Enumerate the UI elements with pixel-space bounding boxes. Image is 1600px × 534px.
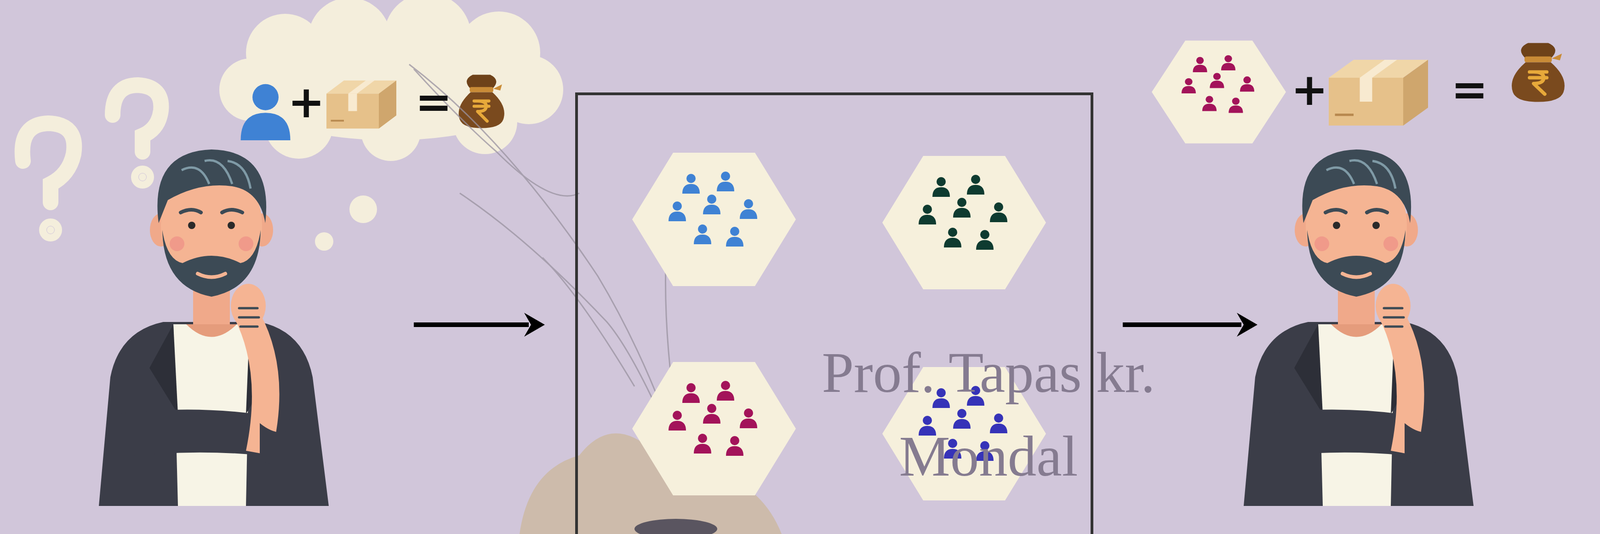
arrow bbox=[413, 312, 545, 337]
plus-sign: + bbox=[1291, 67, 1328, 112]
question-marks bbox=[22, 85, 162, 234]
segment-bl bbox=[632, 361, 796, 496]
plus-sign: + bbox=[287, 80, 325, 125]
segment-tr bbox=[882, 155, 1046, 290]
thought-bubble bbox=[219, 0, 564, 251]
arrow bbox=[1122, 312, 1258, 337]
thinking-man bbox=[1243, 149, 1474, 506]
equals-sign: = bbox=[415, 80, 452, 125]
equals-sign: = bbox=[1451, 67, 1488, 112]
ink-pot bbox=[634, 518, 718, 534]
thought-content bbox=[240, 74, 505, 141]
money-bag-icon bbox=[1511, 42, 1565, 102]
thinking-man bbox=[98, 149, 329, 506]
segment-result bbox=[1151, 40, 1286, 143]
parcel-icon bbox=[1328, 59, 1429, 126]
segment-tl bbox=[632, 152, 796, 286]
watermark: Prof. Tapas kr. Mondal bbox=[781, 330, 1196, 498]
